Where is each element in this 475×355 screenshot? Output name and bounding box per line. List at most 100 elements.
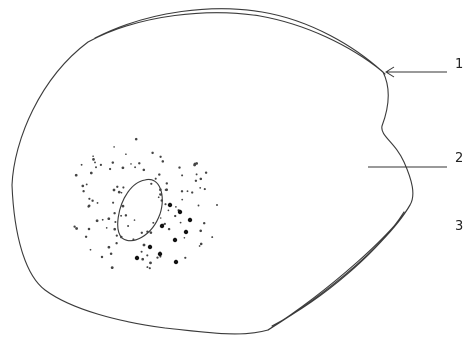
dot xyxy=(73,225,75,227)
dark-dot xyxy=(184,230,188,234)
dark-dot xyxy=(135,256,139,260)
dot xyxy=(203,222,205,224)
dot xyxy=(96,219,99,222)
dark-dot xyxy=(174,260,178,264)
dot xyxy=(160,189,162,191)
dot xyxy=(143,244,146,247)
dot xyxy=(108,246,111,249)
dot xyxy=(151,152,153,154)
dot xyxy=(162,160,165,163)
dot xyxy=(150,183,152,185)
dot xyxy=(134,166,136,168)
label-1: 1 xyxy=(455,57,463,72)
dot xyxy=(113,228,116,231)
dot xyxy=(120,236,123,239)
dot-cluster xyxy=(73,138,218,269)
dot xyxy=(198,205,200,207)
dark-dot xyxy=(160,224,164,228)
dot xyxy=(106,227,108,229)
dot xyxy=(110,252,113,255)
dot xyxy=(101,256,103,258)
dot xyxy=(94,161,96,163)
dot xyxy=(205,171,207,173)
dark-dot xyxy=(178,210,182,214)
lower-lobe-inner-contour xyxy=(272,212,404,326)
dot xyxy=(181,199,183,201)
dot xyxy=(204,188,206,190)
dot xyxy=(146,231,148,233)
lower-lobe-contour xyxy=(268,205,410,330)
dot xyxy=(82,190,84,192)
dot xyxy=(75,174,78,177)
dot xyxy=(120,215,122,217)
dot xyxy=(113,146,115,148)
dot xyxy=(180,222,182,224)
dot xyxy=(91,199,93,201)
dot xyxy=(200,243,203,246)
dot xyxy=(122,205,125,208)
dot xyxy=(112,161,114,163)
dot xyxy=(159,156,161,158)
dot xyxy=(111,266,114,269)
dot xyxy=(125,214,127,216)
dot xyxy=(141,232,143,234)
dot xyxy=(85,236,87,238)
dot xyxy=(168,228,170,230)
dot xyxy=(88,198,90,200)
dot xyxy=(175,206,177,208)
dot xyxy=(141,251,143,253)
dot xyxy=(87,205,89,207)
dot xyxy=(107,217,110,220)
body-outline xyxy=(12,13,413,334)
dot xyxy=(158,173,160,175)
dot xyxy=(161,199,164,202)
dot xyxy=(199,187,201,189)
dot xyxy=(143,169,146,172)
dot xyxy=(116,186,118,188)
dot xyxy=(155,178,157,180)
dot xyxy=(112,202,114,204)
dot xyxy=(158,196,160,198)
dot xyxy=(132,238,134,240)
dot xyxy=(200,178,203,181)
dot xyxy=(116,235,118,237)
dot xyxy=(160,217,162,219)
dot xyxy=(191,191,193,193)
dot xyxy=(81,164,83,166)
dot xyxy=(95,166,97,168)
dot xyxy=(146,266,148,268)
dark-dot xyxy=(158,252,162,256)
dot xyxy=(181,190,183,192)
dot xyxy=(135,138,138,141)
dot xyxy=(184,257,186,259)
dot xyxy=(156,256,158,258)
dot xyxy=(115,242,117,244)
dot xyxy=(121,192,123,194)
dot xyxy=(149,267,151,269)
dot xyxy=(90,172,93,175)
dot xyxy=(187,190,189,192)
dot xyxy=(150,231,153,234)
dot xyxy=(122,166,125,169)
dot xyxy=(102,219,104,221)
dot xyxy=(113,212,115,214)
dot xyxy=(199,230,202,233)
dot xyxy=(130,163,132,165)
dot xyxy=(168,210,170,212)
dot xyxy=(114,221,116,223)
upper-inner-contour xyxy=(95,9,385,74)
dot xyxy=(127,225,129,227)
dot xyxy=(216,204,218,206)
dot xyxy=(165,189,167,191)
dot xyxy=(164,223,166,225)
dot xyxy=(141,258,144,261)
dot xyxy=(100,164,102,166)
dot xyxy=(75,227,78,230)
dot xyxy=(164,203,166,205)
dot xyxy=(184,237,186,239)
dot xyxy=(138,162,140,164)
dot xyxy=(125,153,127,155)
dot xyxy=(92,158,95,161)
dark-dot xyxy=(173,238,177,242)
